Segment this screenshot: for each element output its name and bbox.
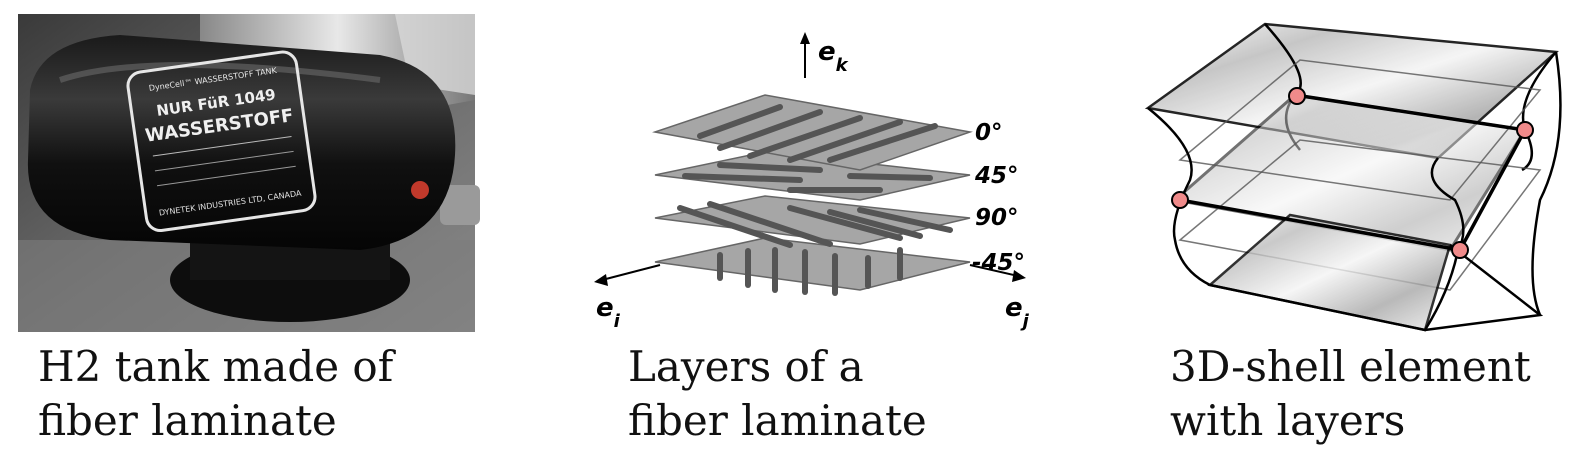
axis-k-label: ek (818, 37, 849, 76)
axis-i-label: ei (596, 293, 621, 332)
layer-minus45 (654, 237, 971, 296)
shell-caption: 3D-shell element with layers (1170, 340, 1531, 448)
shell-node-back-right (1516, 121, 1534, 139)
layer-45-label: 45° (974, 163, 1019, 189)
layer-90 (654, 195, 971, 248)
tank-photo-panel: DyneCell™ WASSERSTOFF TANK NUR FüR 1049 … (0, 0, 520, 464)
shell-caption-line2: with layers (1170, 396, 1406, 445)
layers-caption: Layers of a fiber laminate (628, 340, 927, 448)
tank-body (27, 35, 456, 250)
axis-j-label: ej (1005, 293, 1030, 332)
shell-layer-1 (1178, 59, 1542, 201)
tank-caption-line2: fiber laminate (38, 396, 337, 445)
tank-photo: DyneCell™ WASSERSTOFF TANK NUR FüR 1049 … (18, 14, 480, 332)
layer-45 (654, 151, 971, 201)
layer-0 (652, 94, 973, 171)
shell-node-back-left (1288, 87, 1306, 105)
layers-caption-line1: Layers of a (628, 342, 864, 391)
layer-minus45-label: -45° (972, 250, 1025, 276)
shell-caption-line1: 3D-shell element (1170, 342, 1531, 391)
axis-k-arrowhead (800, 32, 810, 44)
axis-i-line (601, 264, 661, 281)
tank-caption-line1: H2 tank made of (38, 342, 394, 391)
tank-red-dot (411, 181, 429, 199)
shell-element-diagram (1144, 22, 1562, 332)
axis-i-arrowhead (594, 274, 608, 286)
shell-element-panel: 3D-shell element with layers (1120, 0, 1575, 464)
tank-caption: H2 tank made of fiber laminate (38, 340, 393, 448)
layer-0-label: 0° (975, 120, 1003, 146)
laminate-layers-panel: ek ei ej (560, 0, 1080, 464)
shell-node-front-left (1171, 191, 1189, 209)
shell-front-right-edge (1423, 157, 1465, 331)
laminate-diagram: ek ei ej (594, 32, 1030, 332)
layers-caption-line2: fiber laminate (628, 396, 927, 445)
tank-valve (440, 185, 480, 225)
shell-node-front-right (1451, 241, 1469, 259)
axis-j-arrowhead (1012, 270, 1026, 282)
axis-j-line (969, 264, 1019, 277)
shell-right-edge (1531, 51, 1562, 316)
layer-90-label: 90° (975, 205, 1019, 231)
